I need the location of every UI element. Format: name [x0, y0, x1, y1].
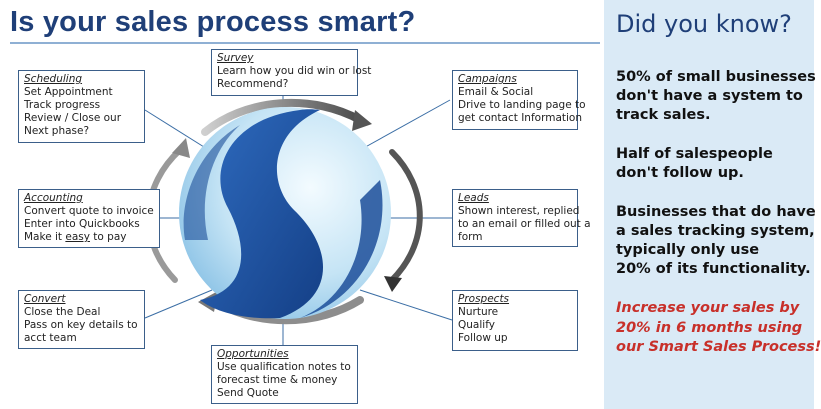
- prospects-box: Prospects Nurture Qualify Follow up: [452, 290, 578, 351]
- fact-line: Half of salespeople: [616, 146, 773, 162]
- opportunities-line: Send Quote: [217, 387, 279, 399]
- accounting-heading: Accounting: [24, 192, 83, 204]
- scheduling-line: Review / Close our: [24, 112, 122, 124]
- convert-line: acct team: [24, 332, 77, 344]
- page-title: Is your sales process smart?: [10, 6, 416, 38]
- s-swirl-logo: [179, 107, 391, 319]
- survey-line: Learn how you did win or lost: [217, 65, 372, 77]
- accounting-line: Make it easy to pay: [24, 231, 154, 244]
- accounting-line: Enter into Quickbooks: [24, 218, 140, 230]
- accounting-box: Accounting Convert quote to invoice Ente…: [18, 189, 160, 248]
- leads-box: Leads Shown interest, replied to an emai…: [452, 189, 591, 247]
- scheduling-box: Scheduling Set Appointment Track progres…: [18, 70, 145, 143]
- call-to-action: Increase your sales by 20% in 6 months u…: [616, 299, 821, 358]
- fact-paragraph: 50% of small businesses don't have a sys…: [616, 68, 816, 125]
- prospects-line: Follow up: [458, 332, 508, 344]
- fact-paragraph: Half of salespeople don't follow up.: [616, 145, 773, 183]
- fact-line: a sales tracking system,: [616, 223, 815, 239]
- fact-line: 20% of its functionality.: [616, 261, 811, 277]
- cta-line: our Smart Sales Process!: [616, 339, 821, 355]
- accounting-pre: Make it: [24, 231, 66, 243]
- fact-paragraph: Businesses that do have a sales tracking…: [616, 203, 816, 279]
- convert-line: Close the Deal: [24, 306, 101, 318]
- accounting-line: Convert quote to invoice: [24, 205, 154, 217]
- scheduling-line: Set Appointment: [24, 86, 113, 98]
- leads-line: to an email or filled out a: [458, 218, 591, 230]
- title-divider: [10, 42, 600, 44]
- fact-line: Businesses that do have: [616, 204, 816, 220]
- fact-line: typically only use: [616, 242, 760, 258]
- fact-line: track sales.: [616, 107, 711, 123]
- opportunities-line: Use qualification notes to: [217, 361, 351, 373]
- prospects-line: Nurture: [458, 306, 499, 318]
- prospects-heading: Prospects: [458, 293, 510, 305]
- accounting-emphasis: easy: [65, 231, 90, 243]
- leads-line: Shown interest, replied: [458, 205, 580, 217]
- opportunities-box: Opportunities Use qualification notes to…: [211, 345, 358, 404]
- convert-box: Convert Close the Deal Pass on key detai…: [18, 290, 145, 349]
- survey-line: Recommend?: [217, 78, 289, 90]
- fact-line: don't follow up.: [616, 165, 744, 181]
- survey-heading: Survey: [217, 52, 254, 64]
- scheduling-line: Track progress: [24, 99, 101, 111]
- campaigns-line: Drive to landing page to: [458, 99, 586, 111]
- fact-line: don't have a system to: [616, 88, 803, 104]
- campaigns-line: Email & Social: [458, 86, 534, 98]
- campaigns-line: get contact Information: [458, 112, 582, 124]
- leads-heading: Leads: [458, 192, 489, 204]
- scheduling-line: Next phase?: [24, 125, 90, 137]
- opportunities-line: forecast time & money: [217, 374, 338, 386]
- convert-heading: Convert: [24, 293, 66, 305]
- campaigns-box: Campaigns Email & Social Drive to landin…: [452, 70, 586, 130]
- scheduling-heading: Scheduling: [24, 73, 83, 85]
- cta-line: 20% in 6 months using: [616, 319, 803, 336]
- prospects-line: Qualify: [458, 319, 495, 331]
- campaigns-heading: Campaigns: [458, 73, 517, 85]
- convert-line: Pass on key details to: [24, 319, 138, 331]
- opportunities-heading: Opportunities: [217, 348, 289, 360]
- leads-line: form: [458, 231, 483, 243]
- accounting-post: to pay: [89, 231, 127, 243]
- sidebar-title: Did you know?: [616, 10, 792, 38]
- fact-line: 50% of small businesses: [616, 69, 816, 85]
- cta-line: Increase your sales by: [616, 300, 800, 316]
- survey-box: Survey Learn how you did win or lost Rec…: [211, 49, 372, 96]
- cycle-diagram: [144, 96, 453, 345]
- did-you-know-panel: [604, 0, 814, 409]
